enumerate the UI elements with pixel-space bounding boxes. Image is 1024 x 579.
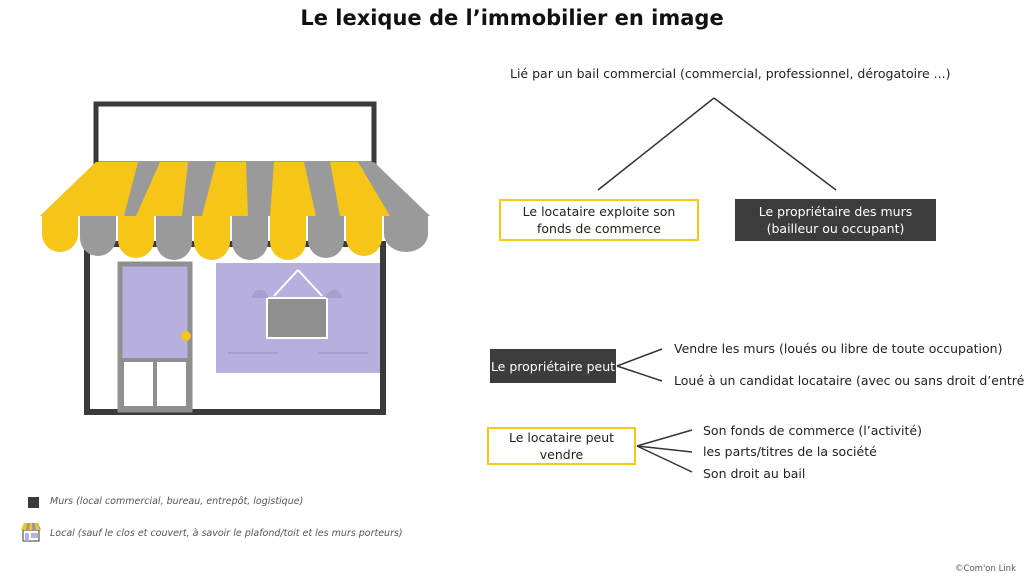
tenant-can-box: Le locataire peut vendre xyxy=(487,427,636,465)
copyright: ©Com'on Link xyxy=(955,564,1016,574)
shop-awning-icon xyxy=(21,523,41,542)
legend-local: Local (sauf le clos et couvert, à savoir… xyxy=(50,528,403,539)
owner-box: Le propriétaire des murs (bailleur ou oc… xyxy=(735,199,936,241)
tenant-option-fonds: Son fonds de commerce (l’activité) xyxy=(703,423,923,438)
tenant-option-parts: les parts/titres de la société xyxy=(703,444,877,459)
owner-box-line1: Le propriétaire des murs xyxy=(758,204,913,219)
legend-walls: Murs (local commercial, bureau, entrepôt… xyxy=(50,496,304,507)
owner-box-line2: (bailleur ou occupant) xyxy=(766,221,905,236)
tenant-box-line1: Le locataire exploite son xyxy=(522,204,676,219)
tenant-option-bail: Son droit au bail xyxy=(703,466,806,481)
shop-illustration xyxy=(40,101,430,415)
tenant-box: Le locataire exploite son fonds de comme… xyxy=(499,199,699,241)
owner-can-box: Le propriétaire peut xyxy=(490,349,616,383)
bail-label: Lié par un bail commercial (commercial, … xyxy=(510,66,951,81)
owner-option-sell-walls: Vendre les murs (loués ou libre de toute… xyxy=(674,341,1003,356)
tenant-box-line2: fonds de commerce xyxy=(537,221,661,236)
walls-square-icon xyxy=(28,497,39,508)
page-title: Le lexique de l’immobilier en image xyxy=(300,6,724,30)
owner-option-rent: Loué à un candidat locataire (avec ou sa… xyxy=(674,373,1024,388)
